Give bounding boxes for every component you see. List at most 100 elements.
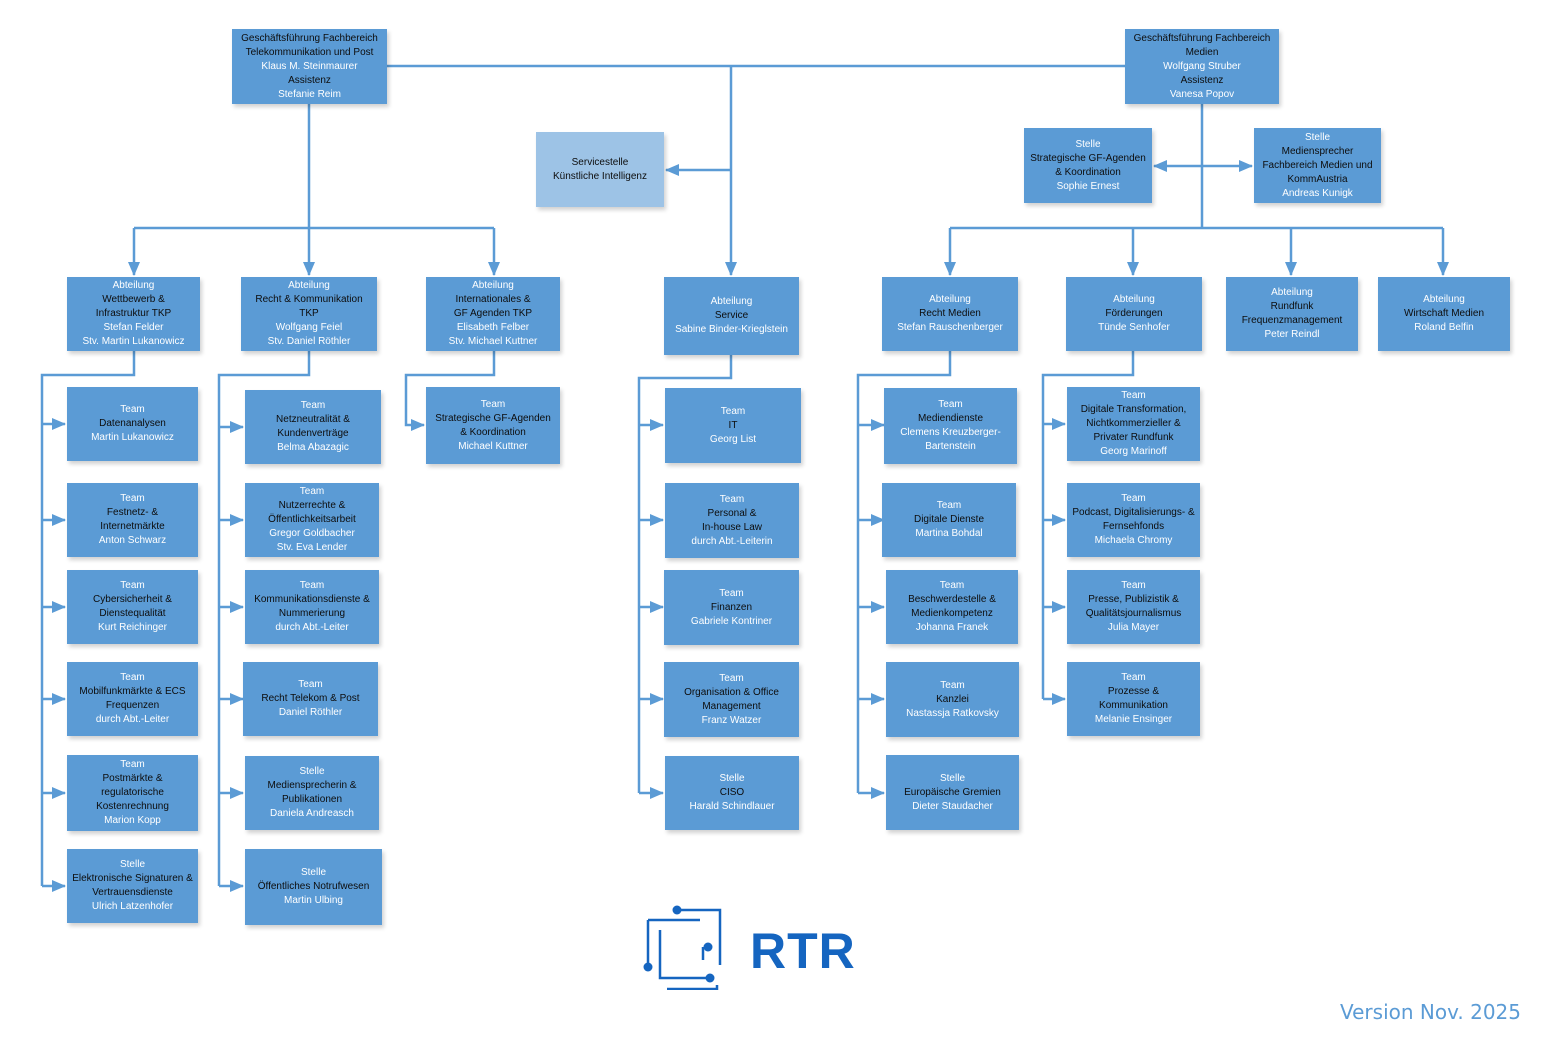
box-text-line: Abteilung bbox=[1271, 287, 1313, 298]
box-text-line: Roland Belfin bbox=[1414, 322, 1474, 333]
box-text-line: & Koordination bbox=[460, 426, 526, 438]
box-text-line: Martina Bohdal bbox=[915, 528, 983, 539]
box-text-line: Nastassja Ratkovsky bbox=[906, 707, 999, 719]
box-text-line: Nichtkommerzieller & bbox=[1086, 418, 1181, 429]
box-text-line: Julia Mayer bbox=[1107, 622, 1160, 633]
box-text-line: Strategische GF-Agenden bbox=[435, 412, 551, 424]
box-text-line: Team bbox=[720, 405, 746, 417]
box-text-line: Qualitätsjournalismus bbox=[1085, 608, 1182, 619]
box-text-line: Team bbox=[120, 672, 145, 683]
box-text-line: Podcast, Digitalisierungs- & bbox=[1072, 507, 1195, 518]
box-text-line: Mobilfunkmärkte & ECS bbox=[79, 686, 186, 697]
box-text-line: CISO bbox=[719, 787, 745, 798]
box-text-line: Fernsehfonds bbox=[1102, 521, 1165, 532]
box-text-line: Dienstequalität bbox=[99, 608, 166, 619]
box-text-line: Digitale Transformation, bbox=[1080, 404, 1187, 415]
box-text-line: Team bbox=[940, 679, 965, 691]
box-text-line: Stefan Felder bbox=[103, 322, 164, 333]
box-text-line: Sophie Ernest bbox=[1056, 180, 1120, 192]
box-text-line: Team bbox=[719, 672, 744, 684]
box-text-line: IT bbox=[728, 419, 738, 431]
box-text-line: Service bbox=[714, 310, 749, 321]
box-text-line: Kostenrechnung bbox=[96, 801, 169, 812]
box-text-line: Presse, Publizistik & bbox=[1088, 594, 1179, 605]
box-text-line: Martin Ulbing bbox=[284, 895, 343, 906]
box-text-line: Team bbox=[1121, 390, 1146, 401]
box-text-line: Sabine Binder-Krieglstein bbox=[675, 324, 788, 335]
box-text-line: Stelle bbox=[939, 772, 965, 784]
box-text-line: Team bbox=[1121, 672, 1146, 683]
box-text-line: Stefan Rauschenberger bbox=[897, 322, 1003, 333]
box-text-line: & Koordination bbox=[1055, 166, 1121, 178]
box-text-line: Abteilung bbox=[112, 280, 155, 291]
box-text-line: Team bbox=[939, 580, 965, 591]
box-text-line: Kundenverträge bbox=[277, 428, 349, 439]
box-text-line: GF Agenden TKP bbox=[453, 308, 533, 319]
box-text-line: Daniel Röthler bbox=[278, 707, 343, 718]
box-text-line: Klaus M. Steinmaurer bbox=[261, 60, 358, 72]
box-text-line: Cybersicherheit & bbox=[93, 594, 172, 605]
box-text-line: Georg List bbox=[709, 433, 757, 445]
box-text-line: Tünde Senhofer bbox=[1098, 322, 1170, 333]
box-text-line: Fachbereich Medien und bbox=[1262, 159, 1373, 171]
box-text-line: Kommunikation bbox=[1099, 700, 1168, 711]
box-text-line: Vanesa Popov bbox=[1169, 88, 1235, 100]
box-text-line: Michaela Chromy bbox=[1094, 535, 1173, 546]
box-text-line: Stefanie Reim bbox=[278, 88, 341, 100]
box-text-line: Geschäftsführung Fachbereich bbox=[241, 32, 378, 44]
box-text-line: Team bbox=[300, 400, 326, 411]
box-text-line: Team bbox=[120, 493, 145, 504]
box-text-line: Anton Schwarz bbox=[98, 535, 167, 546]
box-text-line: Bartenstein bbox=[925, 441, 976, 452]
col2-trunk bbox=[217, 351, 311, 886]
box-text-line: Recht & Kommunikation bbox=[255, 294, 363, 305]
box-text-line: Ulrich Latzenhofer bbox=[91, 901, 174, 912]
box-text-line: Kommunikationsdienste & bbox=[254, 594, 370, 605]
box-text-line: Team bbox=[120, 580, 145, 591]
box-text-line: Medienkompetenz bbox=[911, 608, 993, 619]
box-text-line: Stv. Eva Lender bbox=[276, 542, 348, 553]
box-text-line: Team bbox=[120, 759, 145, 770]
box-text-line: Stv. Martin Lukanowicz bbox=[82, 336, 185, 347]
box-text-line: Dieter Staudacher bbox=[912, 800, 993, 812]
box-text-line: Team bbox=[719, 587, 744, 599]
box-text-line: Team bbox=[299, 486, 325, 497]
box-text-line: Netzneutralität & bbox=[276, 414, 350, 425]
box-text-line: Michael Kuttner bbox=[458, 440, 528, 452]
box-text-line: Stelle bbox=[119, 859, 145, 870]
box-text-line: Team bbox=[298, 679, 323, 690]
box-text-line: Martin Lukanowicz bbox=[91, 432, 174, 443]
box-text-line: Wolfgang Feiel bbox=[275, 322, 343, 333]
box-text-line: Stelle bbox=[1304, 131, 1330, 143]
box-text-line: Vertrauensdienste bbox=[92, 887, 173, 898]
box-text-line: Team bbox=[480, 398, 506, 410]
box-text-line: Wirtschaft Medien bbox=[1403, 308, 1485, 319]
rm-trunk bbox=[856, 351, 952, 793]
box-text-line: Stelle bbox=[719, 773, 745, 784]
box-text-line: Team bbox=[936, 500, 962, 511]
